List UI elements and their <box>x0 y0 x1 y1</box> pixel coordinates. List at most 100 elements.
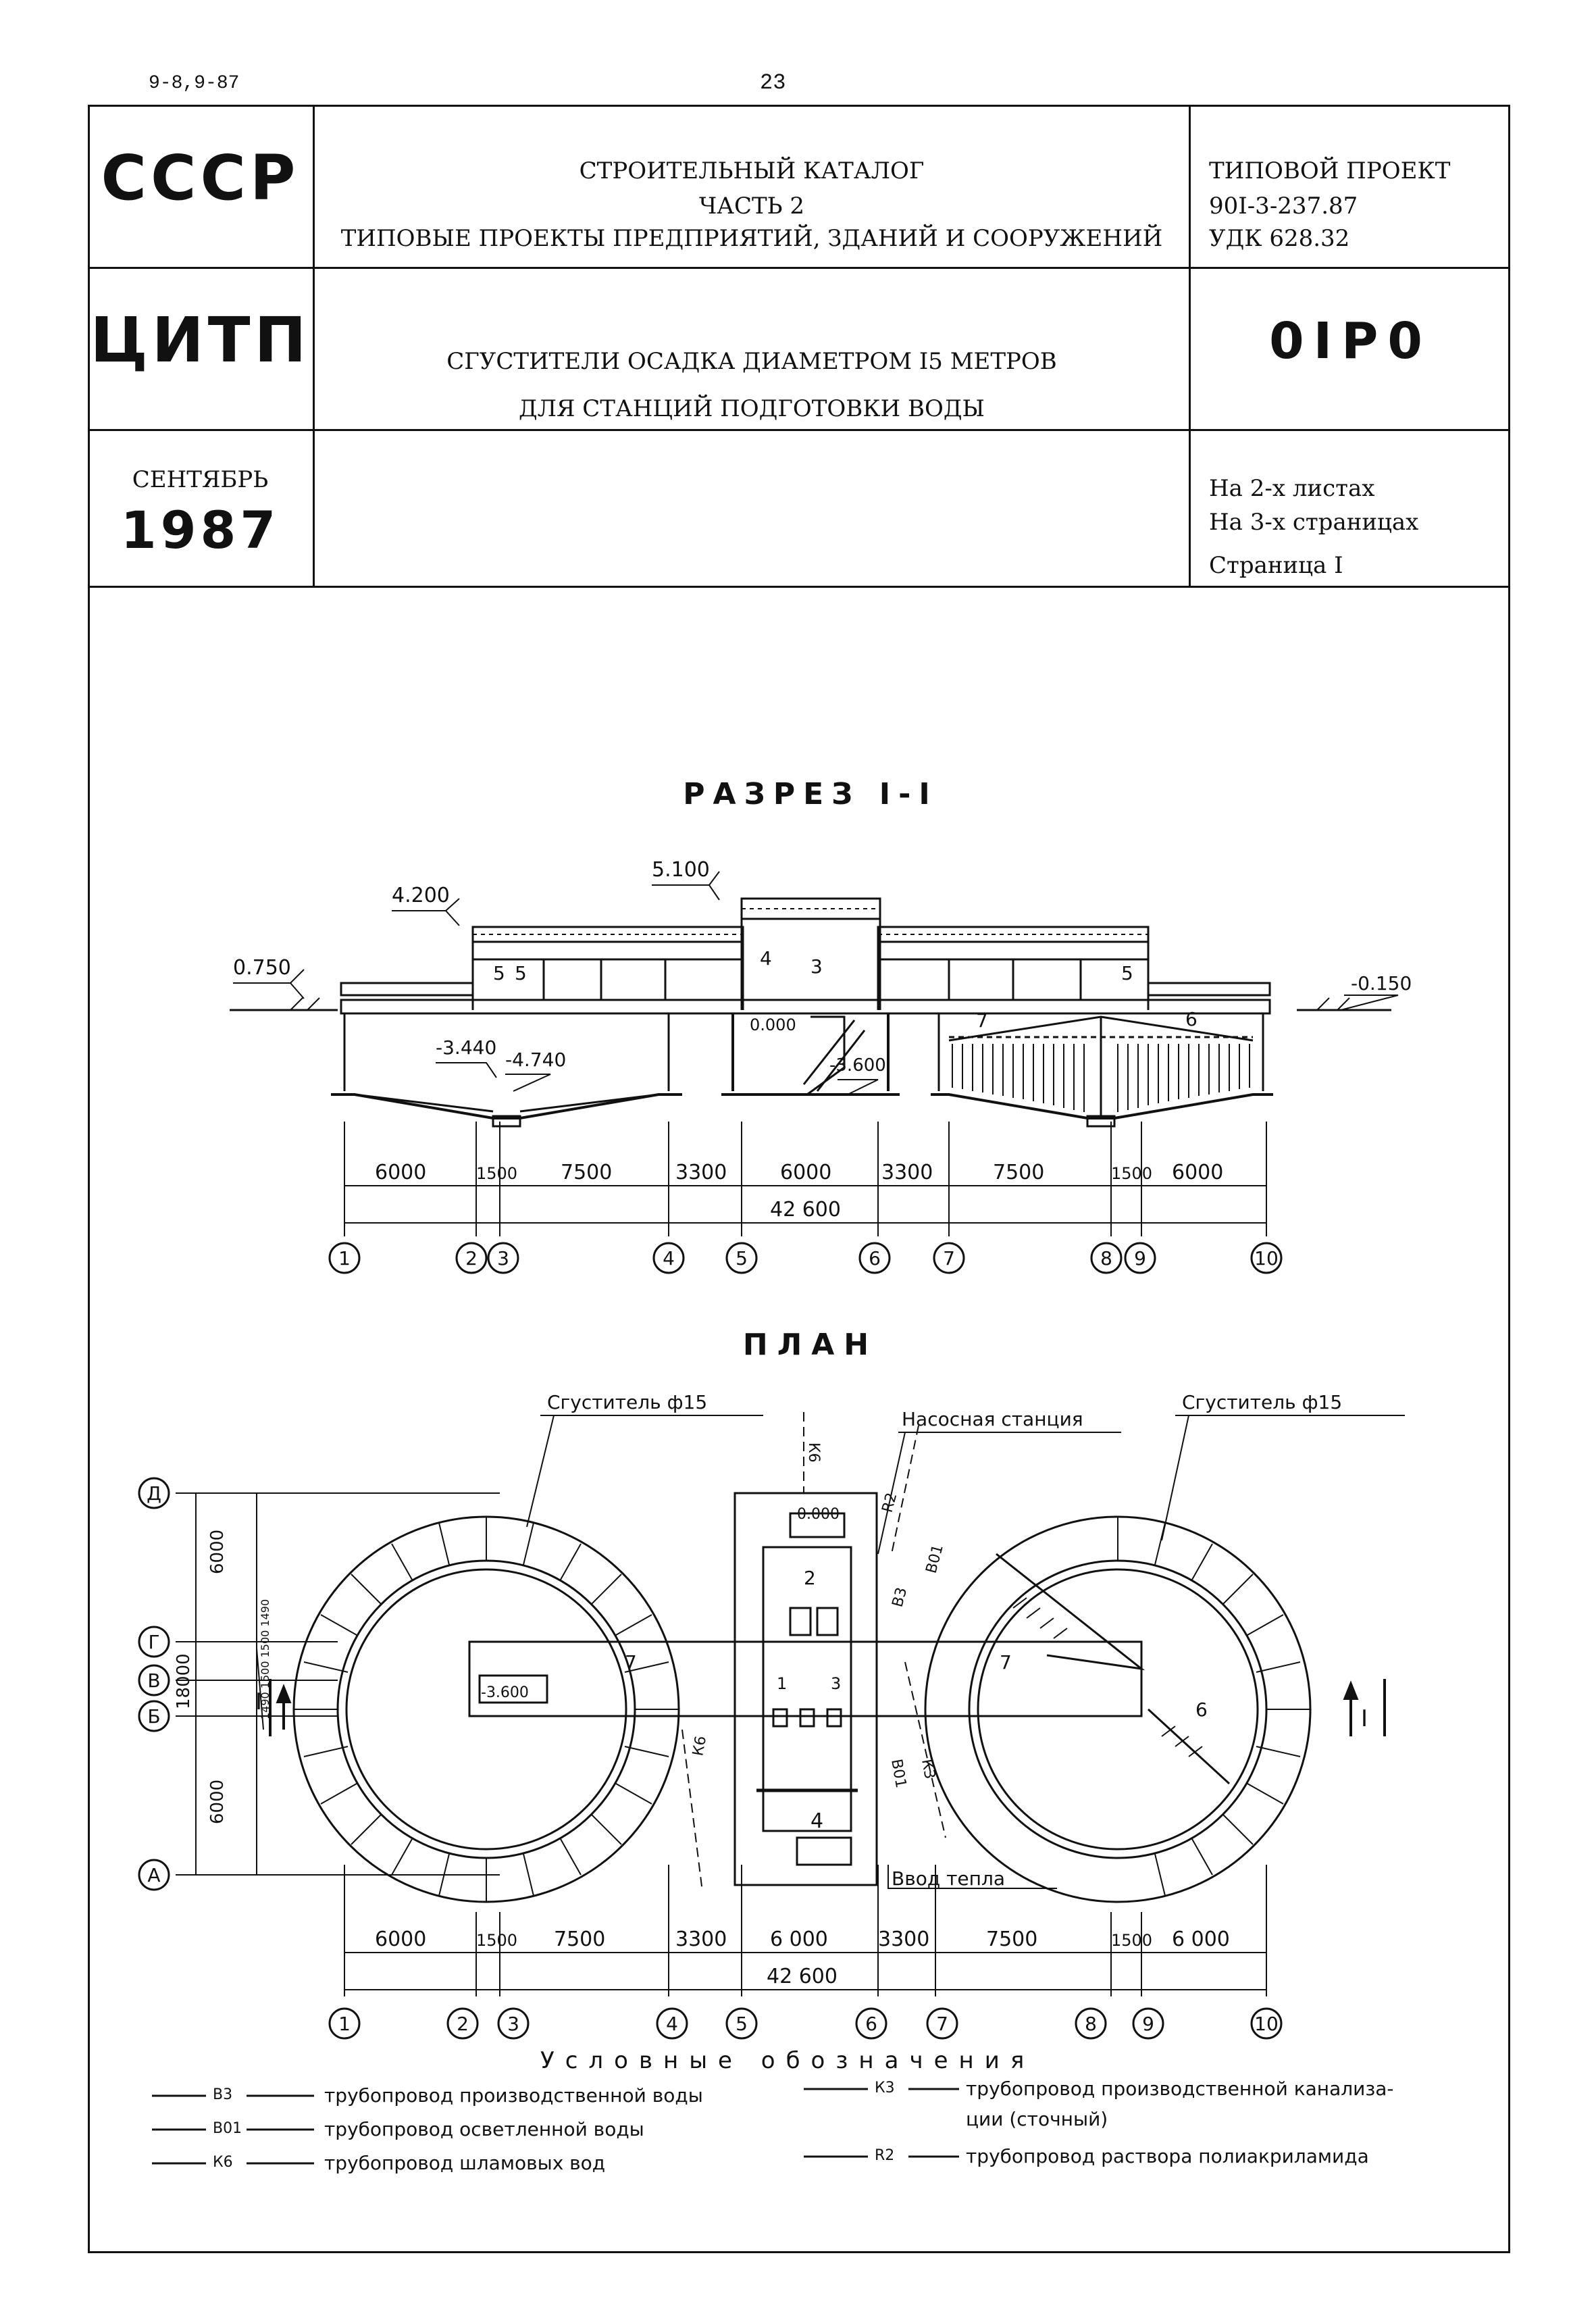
sec-axis-10: 10 <box>1254 1247 1279 1269</box>
mark-6: 6 <box>1185 1008 1198 1030</box>
sec-axis-8: 8 <box>1100 1247 1112 1269</box>
plan-dim-7: 7500 <box>986 1928 1037 1951</box>
sec-axis-9: 9 <box>1134 1247 1146 1269</box>
sec-dim-7: 7500 <box>993 1161 1044 1184</box>
page-frame <box>88 105 1510 2253</box>
doc-title-2: ДЛЯ СТАНЦИЙ ПОДГОТОВКИ ВОДЫ <box>519 395 985 422</box>
plan-row-D: Д <box>147 1482 161 1505</box>
label-thickener-right: Сгуститель ф15 <box>1182 1391 1342 1413</box>
header-bottom <box>88 586 1510 588</box>
cut-mark-left: I <box>255 1688 262 1715</box>
header-col-1 <box>313 105 315 587</box>
plan-row-B: Б <box>147 1705 160 1728</box>
plan-row-G: Г <box>148 1631 159 1653</box>
section-title: РАЗРЕЗ I-I <box>683 777 938 811</box>
legend-text-r2: трубопровод раствора полиакриламида <box>966 2145 1369 2167</box>
pages-count: На 3-х страницах <box>1209 509 1419 536</box>
mark-5b: 5 <box>515 962 527 984</box>
pipe-k6-bottom: К6 <box>690 1735 710 1758</box>
sec-axis-1: 1 <box>338 1247 351 1269</box>
level-4200: 4.200 <box>392 884 450 907</box>
legend-code-v01: В01 <box>213 2120 242 2137</box>
plan-title: ПЛАН <box>742 1328 879 1362</box>
doc-code: 9-8,9-87 <box>149 73 240 94</box>
plan-axis-5: 5 <box>736 2013 748 2035</box>
plan-dim-6: 3300 <box>878 1928 929 1951</box>
sheets-count: На 2-х листах <box>1209 475 1375 502</box>
catalog-line-2: ЧАСТЬ 2 <box>698 193 805 220</box>
legend-text-k6: трубопровод шламовых вод <box>324 2152 606 2174</box>
doc-title-1: СГУСТИТЕЛИ ОСАДКА ДИАМЕТРОМ I5 МЕТРОВ <box>446 348 1057 375</box>
legend-text-k3-cont: ции (сточный) <box>966 2108 1108 2130</box>
plan-axis-3: 3 <box>507 2013 519 2035</box>
udk-code: УДК 628.32 <box>1209 225 1350 252</box>
plan-dim-2: 1500 <box>476 1931 517 1950</box>
sec-total: 42 600 <box>770 1198 841 1222</box>
plan-axis-7: 7 <box>936 2013 948 2035</box>
header-divider-1 <box>88 267 1510 269</box>
plan-axis-2: 2 <box>457 2013 469 2035</box>
plan-vdim-3: 6000 <box>207 1780 228 1824</box>
legend-code-k3: К3 <box>875 2080 895 2096</box>
year: 1987 <box>120 500 280 560</box>
page-label: Страница I <box>1209 552 1343 579</box>
label-heat-input: Ввод тепла <box>892 1867 1005 1890</box>
pipe-v01-bottom: В01 <box>887 1758 909 1790</box>
sec-dim-5: 6000 <box>780 1161 831 1184</box>
sec-axis-4: 4 <box>663 1247 675 1269</box>
header-col-2 <box>1189 105 1191 587</box>
org-ussr: СССР <box>101 142 300 214</box>
plan-row-V: В <box>147 1669 160 1692</box>
sec-dim-6: 3300 <box>881 1161 933 1184</box>
plan-axis-8: 8 <box>1085 2013 1097 2035</box>
sec-dim-2: 1500 <box>476 1164 517 1183</box>
org-citp: ЦИТП <box>90 304 311 376</box>
plan-mark-3: 3 <box>831 1674 841 1693</box>
plan-axis-6: 6 <box>865 2013 877 2035</box>
plan-dim-9: 6 000 <box>1172 1928 1230 1951</box>
pipe-v01: В01 <box>923 1542 947 1575</box>
plan-axis-9: 9 <box>1142 2013 1154 2035</box>
plan-axis-10: 10 <box>1254 2013 1279 2035</box>
doc-code-large: 0IР0 <box>1269 312 1432 370</box>
project-number: 90I-3-237.87 <box>1209 193 1358 220</box>
level-minus-3600: -3.600 <box>829 1055 886 1076</box>
mark-3: 3 <box>810 955 823 978</box>
level-5100: 5.100 <box>652 858 710 882</box>
page-number: 23 <box>760 70 786 95</box>
plan-axis-1: 1 <box>338 2013 351 2035</box>
plan-mark-2: 2 <box>804 1567 816 1589</box>
mark-4: 4 <box>760 947 772 970</box>
sec-dim-3: 7500 <box>561 1161 612 1184</box>
sec-dim-8: 1500 <box>1111 1164 1152 1183</box>
legend-text-k3: трубопровод производственной канализа- <box>966 2078 1394 2100</box>
catalog-line-3: ТИПОВЫЕ ПРОЕКТЫ ПРЕДПРИЯТИЙ, ЗДАНИЙ И СО… <box>340 225 1163 252</box>
plan-mark-4: 4 <box>810 1809 823 1833</box>
pipe-k3: К3 <box>918 1758 938 1781</box>
plan-mark-6: 6 <box>1195 1699 1208 1721</box>
pipe-k6-top: К6 <box>805 1442 822 1463</box>
plan-dim-4: 3300 <box>675 1928 727 1951</box>
level-minus-3440: -3.440 <box>436 1036 496 1059</box>
plan-mark-7b: 7 <box>1000 1651 1012 1674</box>
level-0750: 0.750 <box>233 956 291 980</box>
legend-code-r2: R2 <box>875 2147 895 2164</box>
plan-level-3600: -3.600 <box>481 1684 529 1701</box>
plan-mark-7a: 7 <box>625 1651 637 1674</box>
plan-dim-1: 6000 <box>375 1928 426 1951</box>
legend-code-v3: В3 <box>213 2086 233 2103</box>
legend-text-v3: трубопровод производственной воды <box>324 2084 703 2107</box>
project-label: ТИПОВОЙ ПРОЕКТ <box>1209 157 1451 184</box>
pipe-v3: В3 <box>890 1586 911 1609</box>
month: СЕНТЯБРЬ <box>132 466 269 493</box>
plan-vdim-total: 18000 <box>174 1653 194 1709</box>
label-thickener-left: Сгуститель ф15 <box>547 1391 707 1413</box>
cut-mark-right: I <box>1361 1705 1368 1732</box>
plan-vdim-small: 1490 1500 1500 1490 <box>259 1599 272 1719</box>
sec-dim-1: 6000 <box>375 1161 426 1184</box>
sec-axis-6: 6 <box>869 1247 881 1269</box>
label-pump-station: Насосная станция <box>902 1408 1083 1430</box>
sec-axis-5: 5 <box>736 1247 748 1269</box>
plan-mark-1: 1 <box>777 1674 787 1693</box>
plan-row-A: А <box>147 1864 160 1886</box>
